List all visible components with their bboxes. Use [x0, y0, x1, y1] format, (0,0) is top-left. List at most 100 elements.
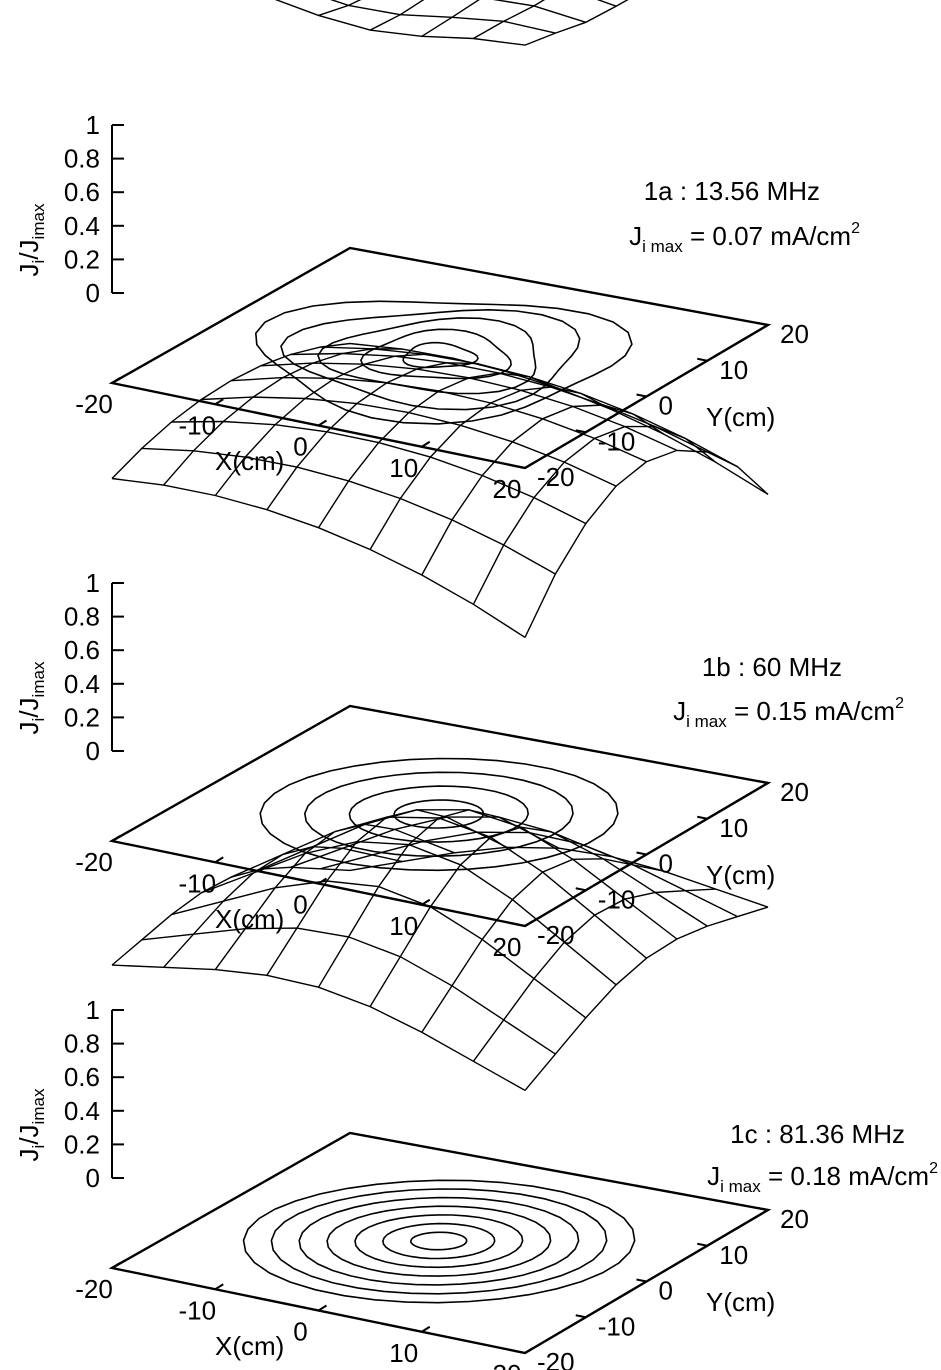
z-tick-label: 1 — [86, 568, 100, 598]
y-tick — [697, 1242, 708, 1247]
mesh-line-x — [369, 0, 425, 31]
z-tick-label: 1 — [86, 110, 100, 140]
mesh-line-x — [111, 866, 351, 966]
x-tick — [214, 856, 224, 864]
mesh-line-y — [349, 846, 769, 908]
x-tick-label: -10 — [178, 1295, 216, 1325]
contour-plot — [242, 1179, 636, 1304]
contour-line — [382, 1222, 496, 1260]
z-tick-label: 0.4 — [64, 211, 100, 241]
mesh-line-y — [492, 0, 587, 23]
mesh-line-x — [163, 845, 403, 968]
x-tick-label: 0 — [293, 432, 307, 462]
x-tick-label: -20 — [75, 1274, 113, 1304]
mesh-line-x — [473, 0, 546, 40]
y-tick — [575, 1314, 586, 1319]
mesh-line-y — [274, 0, 526, 46]
contour-line — [409, 1231, 468, 1251]
mesh-line-x — [524, 449, 769, 638]
mesh-line-y — [596, 0, 617, 7]
z-tick-label: 0.8 — [64, 602, 100, 632]
y-tick-label: 20 — [780, 777, 809, 807]
mesh-line-x — [111, 342, 351, 479]
contour-line — [254, 300, 633, 425]
x-tick — [524, 462, 534, 469]
surface-mesh — [111, 809, 769, 1092]
y-tick — [757, 1207, 769, 1211]
mesh-line-x — [524, 906, 769, 1091]
y-tick — [757, 322, 769, 326]
y-tick — [757, 780, 769, 784]
z-axis: 00.20.40.60.81 — [64, 568, 124, 766]
x-tick-label: 10 — [389, 1338, 418, 1368]
x-tick-label: -10 — [178, 410, 216, 440]
x-axis-label: X(cm) — [215, 1331, 284, 1361]
mesh-line-x — [317, 809, 560, 988]
x-tick — [524, 1347, 534, 1354]
z-axis-label: Ji/Jimax — [14, 1088, 48, 1161]
mesh-line-x — [421, 858, 664, 1033]
contour-line — [360, 328, 512, 380]
z-tick-label: 0.6 — [64, 177, 100, 207]
contour-line — [280, 308, 581, 411]
mesh-line-x — [421, 0, 480, 37]
y-axis-label: Y(cm) — [706, 1287, 775, 1317]
x-tick-label: -20 — [75, 847, 113, 877]
mesh-line-x — [369, 386, 612, 550]
mesh-line-x — [318, 0, 362, 17]
y-tick-label: -20 — [537, 1347, 575, 1370]
z-tick-label: 0 — [86, 278, 100, 308]
x-axis-label: X(cm) — [215, 904, 284, 934]
y-tick-label: 20 — [780, 1204, 809, 1234]
z-tick-label: 0.2 — [64, 1129, 100, 1159]
contour-line — [348, 785, 530, 843]
x-tick-label: -20 — [75, 389, 113, 419]
jmax-label: Ji max = 0.07 mA/cm2 — [629, 220, 860, 256]
mesh-line-x — [369, 826, 612, 1007]
contour-line — [326, 1205, 552, 1277]
mesh-line-x — [524, 0, 629, 46]
z-tick-label: 0.2 — [64, 702, 100, 732]
y-tick-label: 10 — [719, 1240, 748, 1270]
y-tick — [514, 923, 526, 927]
y-tick — [697, 357, 708, 362]
contour-line — [270, 1188, 608, 1295]
x-tick-label: 10 — [389, 453, 418, 483]
y-tick-label: 10 — [719, 813, 748, 843]
y-axis-label: Y(cm) — [706, 402, 775, 432]
x-tick-label: 10 — [389, 911, 418, 941]
z-tick-label: 0.4 — [64, 669, 100, 699]
x-tick — [421, 440, 431, 448]
x-tick — [421, 1325, 431, 1333]
y-tick-label: 20 — [780, 319, 809, 349]
y-tick-label: -10 — [598, 884, 636, 914]
mesh-line-x — [214, 823, 455, 971]
z-tick-label: 0 — [86, 736, 100, 766]
x-tick-label: 0 — [293, 890, 307, 920]
y-tick — [636, 1278, 647, 1283]
x-tick-label: -10 — [178, 868, 216, 898]
mesh-line-y — [141, 447, 556, 575]
panel-label: 1c : 81.36 MHz — [730, 1119, 905, 1149]
z-tick-label: 0.2 — [64, 244, 100, 274]
x-tick — [214, 398, 224, 406]
mesh-line-y — [111, 964, 526, 1092]
y-tick — [575, 429, 586, 434]
mesh-line-y — [111, 477, 526, 638]
mesh-line-x — [317, 372, 560, 529]
mesh-line-x — [214, 353, 455, 496]
mesh-line-x — [472, 888, 716, 1062]
y-tick-label: 0 — [659, 1276, 673, 1306]
contour-line — [303, 771, 574, 858]
mesh-line-x — [472, 425, 717, 605]
x-tick — [214, 1283, 224, 1291]
contour-line — [317, 317, 537, 395]
x-tick-label: 0 — [293, 1317, 307, 1347]
surface-mesh — [274, 0, 629, 46]
x-tick — [111, 1262, 121, 1269]
x-tick — [111, 835, 121, 842]
y-tick — [636, 393, 647, 398]
